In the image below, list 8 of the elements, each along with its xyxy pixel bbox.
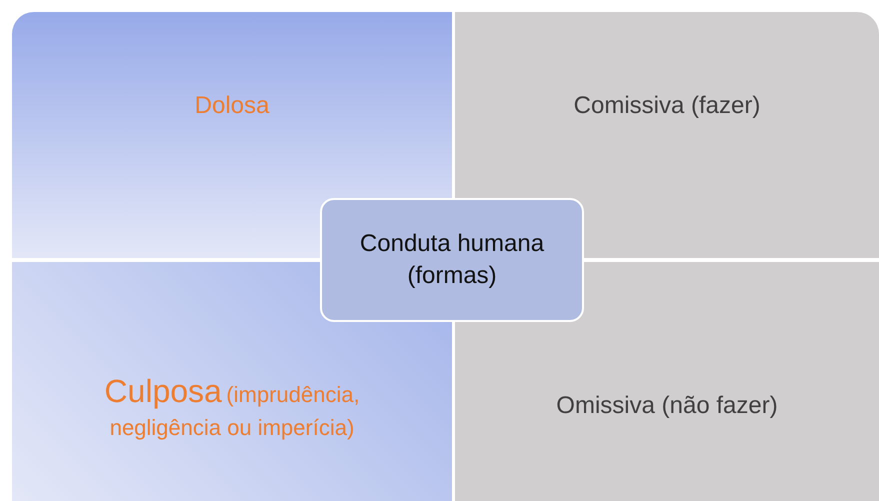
panel-label: Omissiva (não fazer) [556, 391, 778, 422]
center-label: Conduta humana (formas) [358, 228, 546, 291]
center-box [320, 198, 584, 322]
quadrant-panel [455, 12, 879, 258]
quadrant-panel [12, 12, 452, 258]
panel-label: Culposa(imprudência, negligência ou imperícia) [103, 372, 361, 442]
panel-label: Dolosa [194, 91, 270, 121]
panel-label: Comissiva (fazer) [574, 91, 760, 121]
